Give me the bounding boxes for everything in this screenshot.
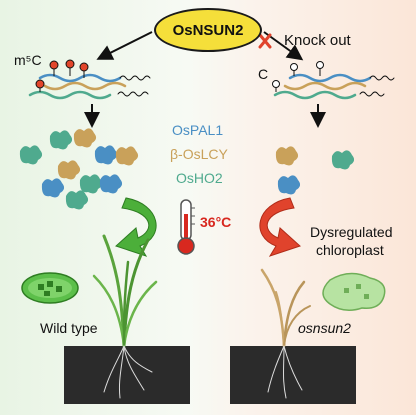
knockout-label: Knock out <box>284 32 351 49</box>
gene-ospal1: OsPAL1 <box>172 122 224 138</box>
dysregulated-chloroplast <box>322 272 386 311</box>
methyl-label: m⁵C <box>14 52 42 68</box>
osnsun2-title: OsNSUN2 <box>154 8 262 52</box>
right-proteins <box>275 146 355 195</box>
mutant-plant <box>260 268 311 399</box>
left-mrna-strands <box>28 73 151 100</box>
knockout-cross-icon <box>258 33 272 49</box>
gene-beta-oslcy: β-OsLCY <box>170 146 228 162</box>
temperature-label: 36°C <box>200 214 232 230</box>
c-label: C <box>258 66 269 82</box>
methyl-marks <box>35 59 89 92</box>
mutant-label: osnsun2 <box>298 320 351 336</box>
chloroplast-label-line2: chloroplast <box>316 242 384 258</box>
right-mrna-strands <box>273 73 395 100</box>
soil-right <box>230 346 356 404</box>
healthy-chloroplast <box>21 272 79 304</box>
green-curved-arrow <box>115 197 157 257</box>
red-curved-arrow <box>259 197 301 257</box>
arrow-to-left-mrna <box>96 31 153 60</box>
left-proteins <box>19 128 139 210</box>
soil-left <box>64 346 190 404</box>
wild-type-plant <box>92 234 158 399</box>
wild-type-label: Wild type <box>40 320 98 336</box>
chloroplast-label-line1: Dysregulated <box>310 224 393 240</box>
unmethylated-marks <box>272 61 324 92</box>
thermometer-icon <box>177 199 195 255</box>
gene-osho2: OsHO2 <box>176 170 223 186</box>
